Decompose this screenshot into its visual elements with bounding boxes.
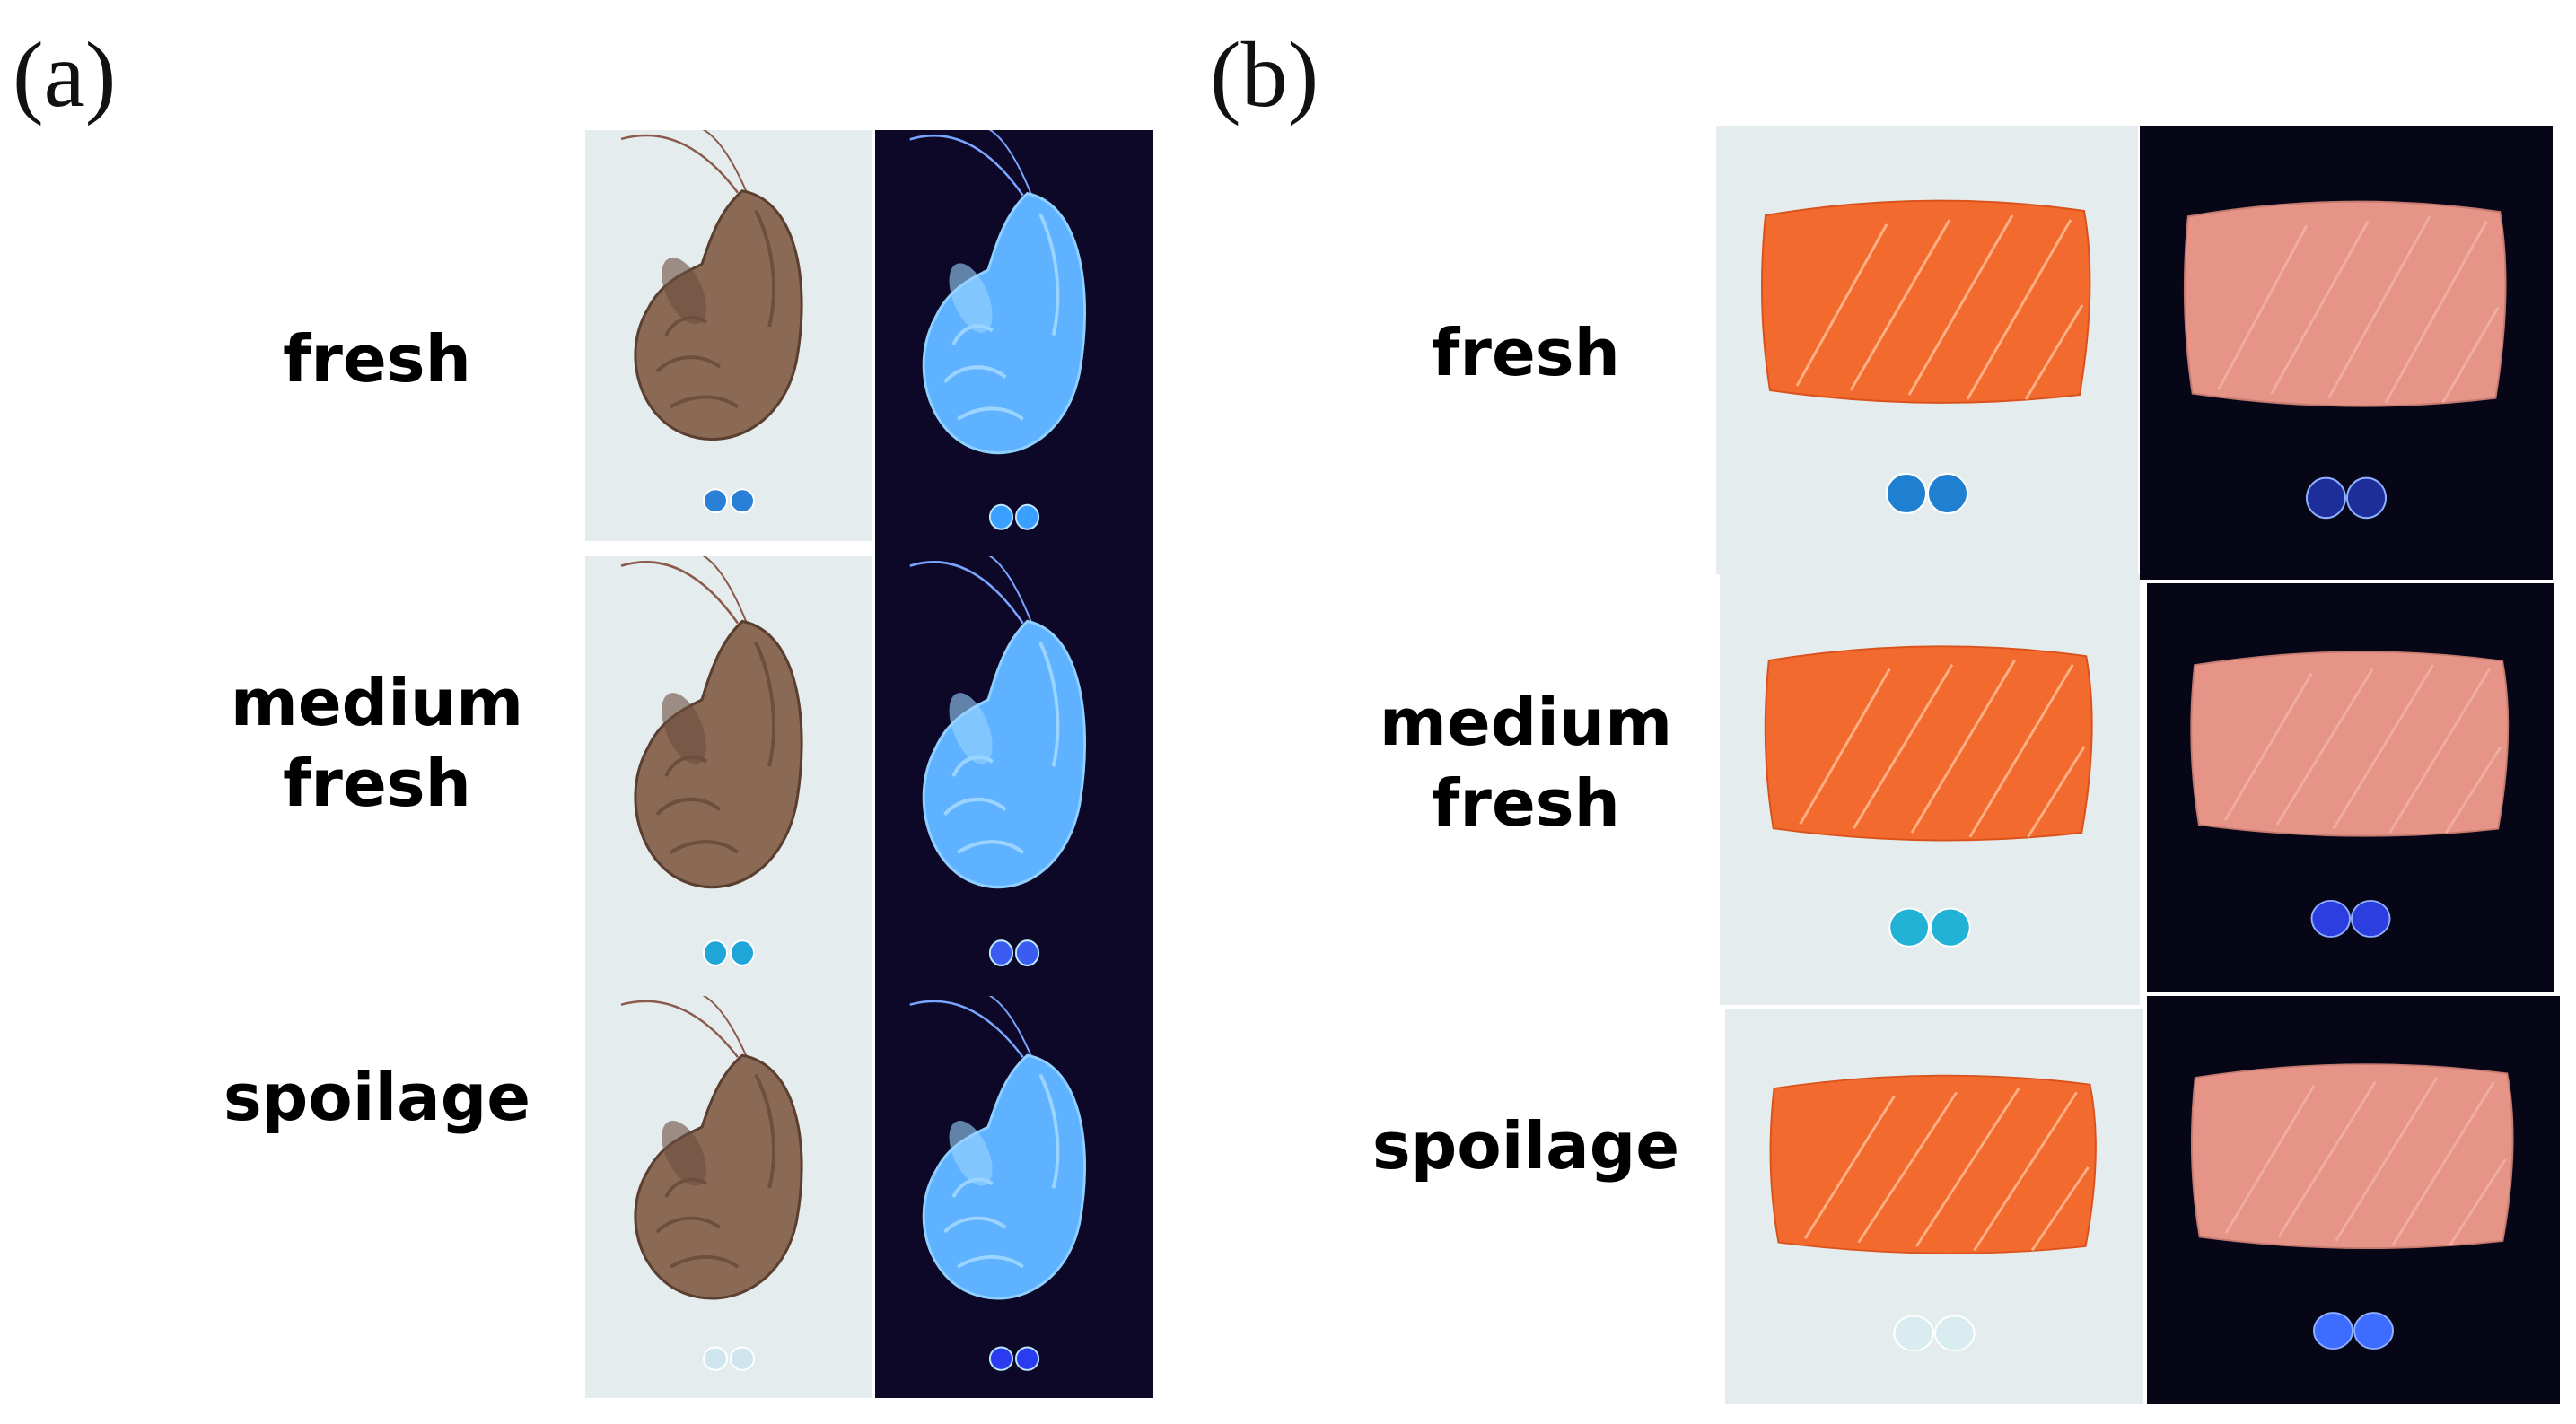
panel-label-a: (a) (13, 23, 117, 127)
salmon-photo (1720, 574, 2140, 1005)
shrimp-photo (585, 130, 872, 541)
salmon-photo (2147, 996, 2560, 1404)
salmon-photo (2140, 126, 2553, 580)
salmon-photo (1725, 1009, 2143, 1404)
salmon-photo (2147, 583, 2554, 992)
shrimp-photo (585, 556, 872, 996)
row-label-medium-fresh-b: medium fresh (1379, 685, 1673, 841)
salmon-photo (1716, 126, 2138, 574)
panel-label-b: (b) (1210, 23, 1319, 127)
shrimp-photo (875, 556, 1153, 996)
shrimp-photo (875, 996, 1153, 1398)
row-label-spoilage-b: spoilage (1371, 1108, 1680, 1184)
row-label-medium-fresh-a: medium fresh (230, 665, 524, 821)
shrimp-photo (585, 996, 872, 1398)
row-label-fresh-a: fresh (283, 321, 471, 397)
shrimp-photo (875, 130, 1153, 559)
row-label-fresh-b: fresh (1432, 315, 1620, 390)
row-label-spoilage-a: spoilage (223, 1060, 531, 1135)
